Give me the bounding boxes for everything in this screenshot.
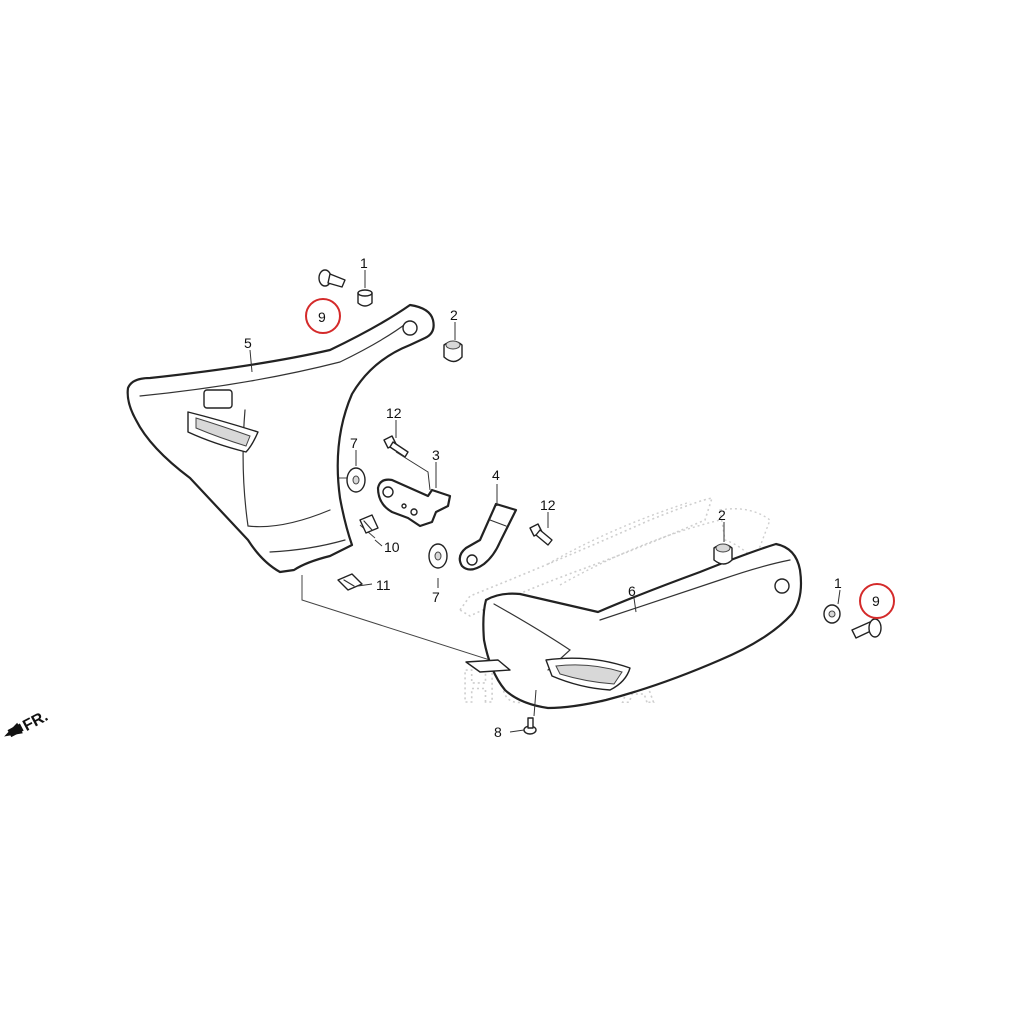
callout-2-right: 2 <box>718 507 726 523</box>
wing-logo-shape <box>458 496 714 617</box>
callout-1-left: 1 <box>360 255 368 271</box>
bolt-9-right <box>851 618 882 639</box>
callout-11: 11 <box>376 577 391 593</box>
callout-12-top: 12 <box>386 405 402 421</box>
callout-7-upper: 7 <box>350 435 358 451</box>
highlight-ring-9-left <box>305 298 341 334</box>
left-cowl-clip-mount <box>203 389 233 409</box>
left-cowl-grommet-hole <box>402 320 418 336</box>
left-cowl-inner-edge <box>139 321 409 397</box>
grommet-2-right <box>713 543 733 565</box>
right-cowl-front-tab <box>465 659 511 673</box>
grommet-2-left <box>443 340 463 363</box>
callout-9-left: 9 <box>318 309 326 325</box>
bracket-4 <box>458 502 518 571</box>
right-cowl-grommet-hole <box>774 578 790 594</box>
guide-line-11-8 <box>301 575 541 677</box>
left-lower-cowl <box>126 303 435 574</box>
callout-6: 6 <box>628 583 636 599</box>
front-arrow-stem <box>7 723 24 738</box>
callout-10: 10 <box>384 539 400 555</box>
callout-8: 8 <box>494 724 502 740</box>
right-cowl-vent-slot <box>555 664 623 685</box>
callout-4: 4 <box>492 467 500 483</box>
collar-1-right <box>823 604 841 624</box>
callout-1-right: 1 <box>834 575 842 591</box>
bracket-3 <box>376 478 452 528</box>
left-cowl-outline <box>126 303 435 574</box>
right-cowl-top-edge <box>599 559 791 621</box>
left-cowl-lower-edge <box>269 539 346 553</box>
front-label: FR. <box>20 708 51 735</box>
callout-12-mid: 12 <box>540 497 556 513</box>
collar-1-left <box>357 289 373 307</box>
front-direction-indicator: FR. <box>4 708 51 738</box>
callout-2-left: 2 <box>450 307 458 323</box>
callout-9-right: 9 <box>872 593 880 609</box>
bolt-12-mid <box>529 523 553 546</box>
leader-lines <box>249 270 841 733</box>
right-cowl-front-edge <box>493 603 571 671</box>
right-lower-cowl <box>465 542 803 710</box>
wing-feather-1 <box>547 501 691 565</box>
screw-8 <box>523 717 537 735</box>
highlight-ring-9-right <box>859 583 895 619</box>
washer-7-lower <box>428 543 448 569</box>
wing-feather-2 <box>559 519 721 586</box>
clip-11 <box>337 573 363 591</box>
washer-7-upper <box>346 467 366 493</box>
left-cowl-vent-slot <box>195 417 251 447</box>
callout-7-lower: 7 <box>432 589 440 605</box>
bolt-9-left <box>318 269 346 288</box>
callout-3: 3 <box>432 447 440 463</box>
callout-5: 5 <box>244 335 252 351</box>
clip-10 <box>359 514 379 534</box>
bolt-12-top <box>383 435 409 458</box>
